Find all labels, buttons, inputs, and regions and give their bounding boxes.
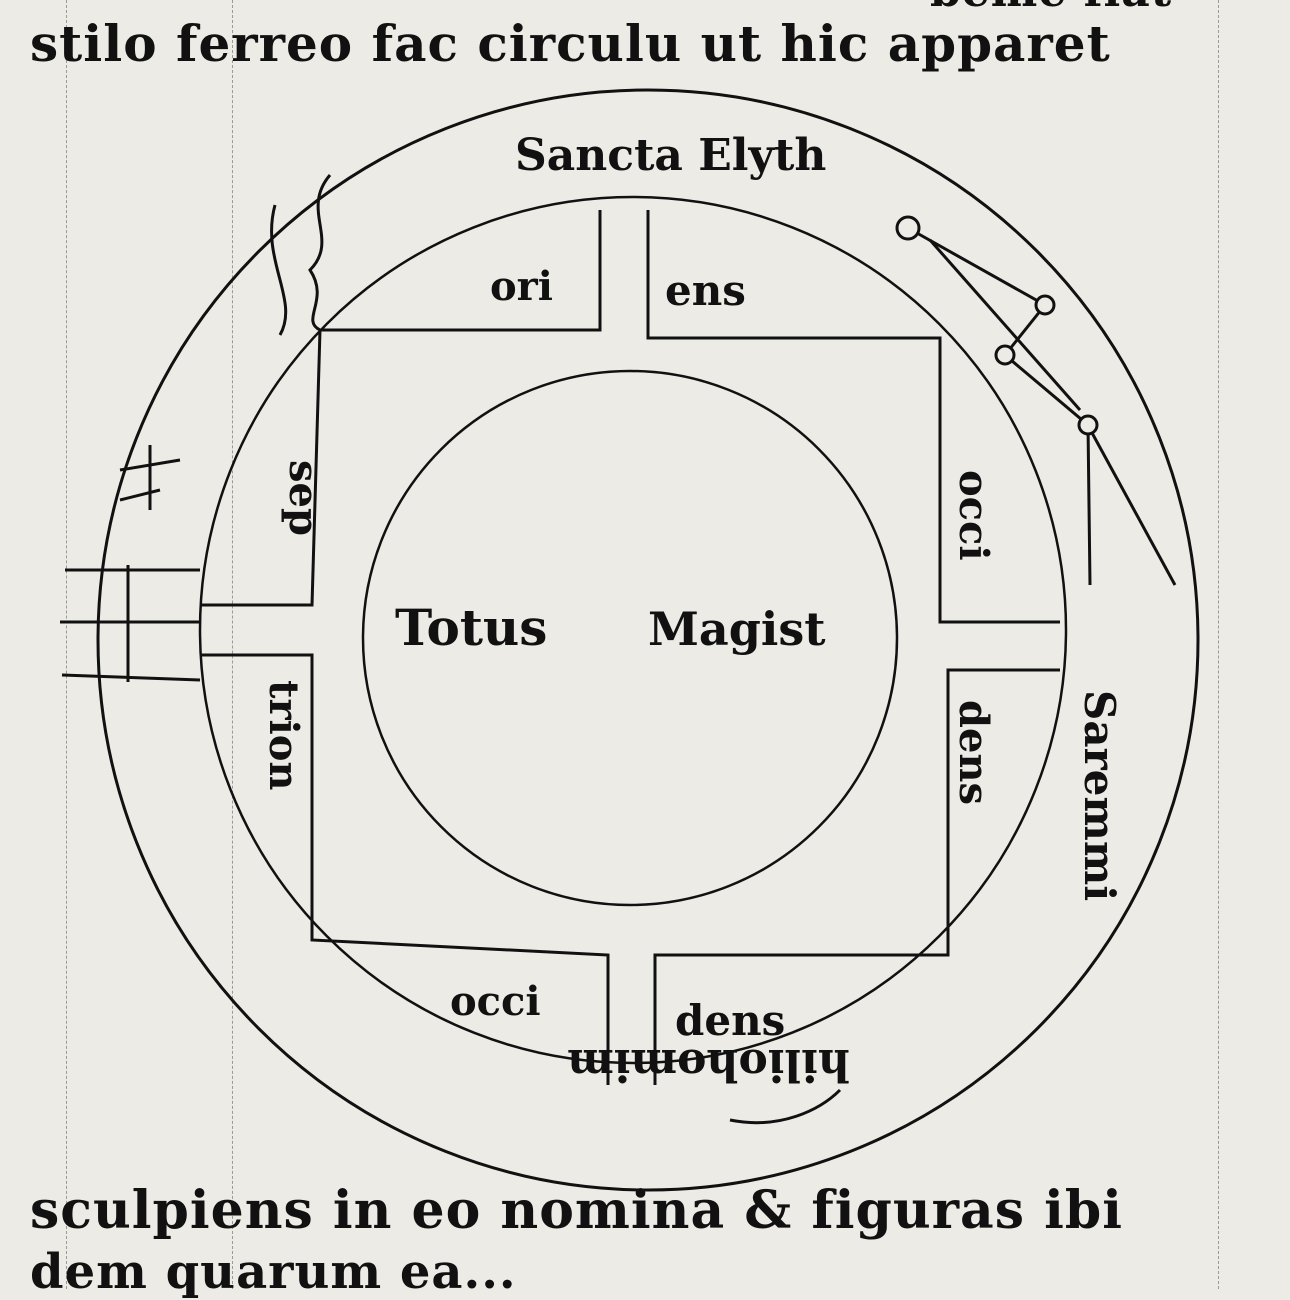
box-left-outline <box>200 329 322 607</box>
box-bottom-left-outline <box>200 653 610 1085</box>
label-outer-bottom: hiliohomim <box>567 1039 850 1090</box>
label-box-bottom-left: occi <box>450 978 541 1025</box>
flourish-bottom-icon <box>729 1088 842 1125</box>
label-box-left-bottom: trion <box>260 680 307 791</box>
label-center-left: Totus <box>395 598 547 657</box>
constellation-symbol <box>895 215 1177 586</box>
text-line-bottom: sculpiens in eo nomina & figuras ibi <box>30 1180 1123 1241</box>
label-box-top-left: ori <box>490 263 553 310</box>
margin-ruling-inner <box>232 0 233 1289</box>
box-bottom-right-outline <box>653 668 1060 1085</box>
sigil-left-icon <box>119 445 181 510</box>
outer-circle <box>96 88 1200 1192</box>
label-box-right-top: occi <box>950 470 997 561</box>
margin-ruling-left <box>66 0 67 1289</box>
label-center-right: Magist <box>648 602 826 656</box>
label-outer-top: Sancta Elyth <box>515 130 826 181</box>
text-line-bottom-partial: dem quarum ea... <box>30 1244 517 1300</box>
middle-circle <box>198 195 1068 1065</box>
margin-ruling-right <box>1218 0 1219 1289</box>
sigil-upper-left-icon <box>308 174 332 332</box>
label-box-top-right: ens <box>665 266 746 315</box>
label-box-bottom-right: dens <box>675 996 785 1045</box>
text-line-top-partial: beme fiat <box>930 0 1172 17</box>
label-outer-right: Saremmi <box>1075 690 1124 901</box>
label-box-right-bottom: dens <box>950 700 997 805</box>
box-top-left-outline <box>320 210 602 332</box>
text-line-top: stilo ferreo fac circulu ut hic apparet <box>30 14 1111 73</box>
box-top-right-outline <box>646 210 1060 624</box>
inner-circle <box>361 369 899 907</box>
sigil-upper-left-2-icon <box>270 204 288 336</box>
grid-symbol <box>60 565 201 682</box>
label-box-left-top: sep <box>280 460 327 536</box>
